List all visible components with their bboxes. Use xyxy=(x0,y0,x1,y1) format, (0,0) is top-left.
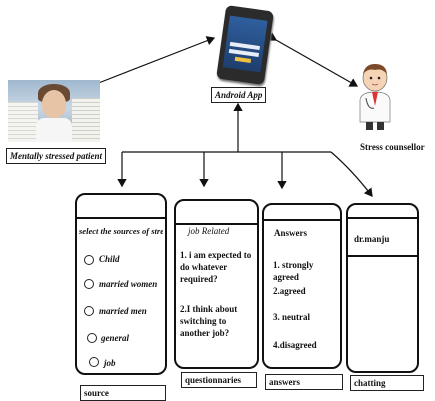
answer-2[interactable]: 2.agreed xyxy=(273,286,306,296)
questionnaires-panel-divider xyxy=(176,223,257,225)
phone-button xyxy=(234,56,252,63)
person-body xyxy=(36,118,72,142)
chatting-caption: chatting xyxy=(350,375,424,391)
patient-label: Mentally stressed patient xyxy=(6,148,106,164)
source-heading: select the sources of stres xyxy=(79,226,163,236)
android-app-label: Android App xyxy=(211,87,267,103)
counsellor-label: Stress counsellor xyxy=(357,140,428,154)
source-panel-divider xyxy=(77,217,165,219)
stressed-person-photo xyxy=(8,80,100,142)
paper-stack-right xyxy=(72,98,100,142)
source-caption: source xyxy=(80,385,166,401)
android-phone-icon xyxy=(216,5,274,85)
option-married-women: married women xyxy=(99,279,158,289)
answer-1[interactable]: 1. strongly agreed xyxy=(273,260,314,282)
option-married-men: married men xyxy=(99,306,147,316)
doctor-icon xyxy=(359,64,391,130)
answers-heading: Answers xyxy=(274,228,307,238)
question-1: 1. i am expected to do whatever required… xyxy=(180,250,252,284)
person-head xyxy=(42,90,66,118)
source-panel: select the sources of stres Child marrie… xyxy=(75,193,167,375)
radio-job[interactable] xyxy=(89,357,99,367)
radio-child[interactable] xyxy=(84,255,94,265)
chatting-panel-divider xyxy=(348,255,417,257)
chatting-panel-top-divider xyxy=(348,217,417,219)
question-2: 2.I think about switching to another job… xyxy=(180,304,238,338)
questionnaires-panel: job Related 1. i am expected to do whate… xyxy=(174,199,259,369)
phone-field-2 xyxy=(228,48,260,57)
option-child: Child xyxy=(99,254,120,264)
answers-caption: answers xyxy=(265,374,343,390)
answer-4[interactable]: 4.disagreed xyxy=(273,340,317,350)
answers-panel-divider xyxy=(264,219,340,221)
option-general: general xyxy=(101,333,129,343)
option-job: job xyxy=(104,358,116,368)
paper-stack-left xyxy=(8,102,38,142)
answer-3[interactable]: 3. neutral xyxy=(273,312,310,322)
radio-married-men[interactable] xyxy=(84,306,94,316)
chatting-panel: dr.manju xyxy=(346,203,419,373)
chatting-heading: dr.manju xyxy=(354,234,390,244)
answers-panel: Answers 1. strongly agreed 2.agreed 3. n… xyxy=(262,203,342,369)
questionnaires-heading: job Related xyxy=(188,226,230,236)
questionnaires-caption: questionnaries xyxy=(181,372,257,388)
radio-married-women[interactable] xyxy=(84,279,94,289)
radio-general[interactable] xyxy=(87,333,97,343)
phone-screen xyxy=(222,15,268,73)
